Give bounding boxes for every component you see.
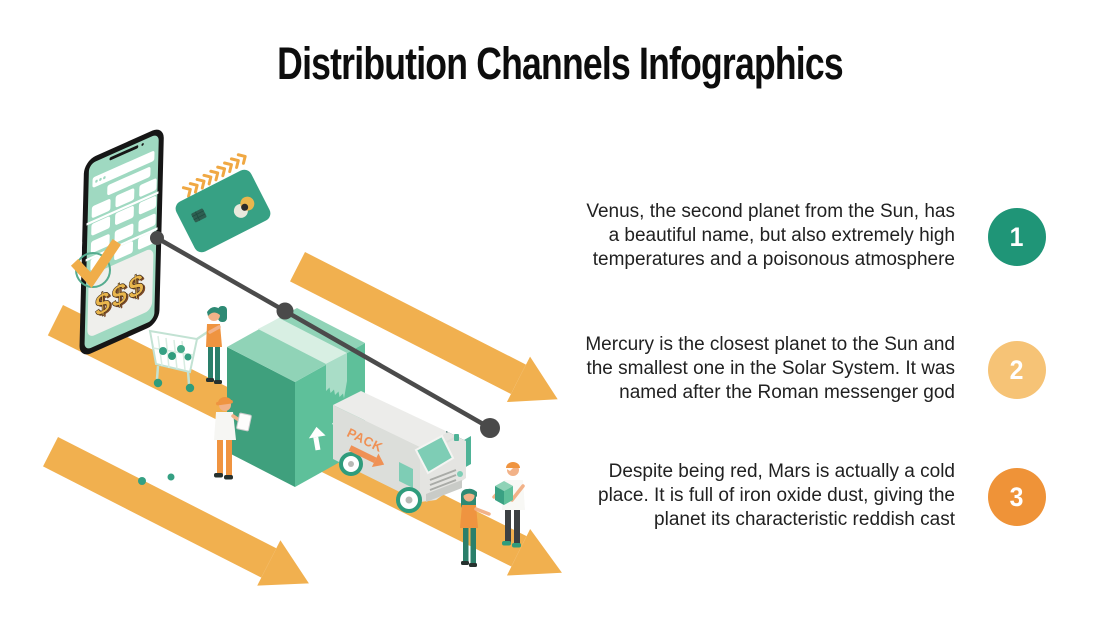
- flow-arrow-band-bottom: [43, 437, 309, 586]
- truck-side: [333, 405, 420, 502]
- address-bar: [107, 167, 151, 196]
- shopper-figure: [206, 306, 227, 384]
- clipboard: [236, 412, 252, 432]
- money-panel: [87, 249, 154, 336]
- browser-bar: [92, 151, 155, 188]
- phone-speaker: [109, 145, 139, 161]
- truck-mirror: [454, 434, 459, 441]
- item-2-number: 2: [1010, 354, 1024, 385]
- page-title: Distribution Channels Infographics: [0, 38, 1120, 90]
- receiver-figure: [460, 488, 491, 567]
- item-3-number-badge: 3: [988, 468, 1046, 526]
- phone-side-button: [79, 241, 83, 256]
- chevron-trail-icon: [181, 153, 247, 198]
- item-1-number-badge: 1: [988, 208, 1046, 266]
- truck-pack-arrow: [348, 445, 385, 468]
- delivery-truck: PACK: [333, 391, 471, 513]
- shopping-cart-icon: [138, 329, 210, 485]
- truck-grille: [429, 469, 457, 491]
- item-2-number-badge: 2: [988, 341, 1046, 399]
- truck-front-wheel: [396, 487, 422, 513]
- connector-line: [150, 231, 500, 438]
- phone-camera-dot: [141, 143, 144, 146]
- box-tape-top: [258, 318, 347, 364]
- item-1-text: Venus, the second planet from the Sun, h…: [586, 201, 955, 270]
- truck-rear-wheel: [339, 452, 363, 476]
- credit-card-icon: [175, 169, 271, 253]
- small-parcel-icon: [495, 481, 513, 505]
- truck-bumper: [426, 480, 462, 502]
- item-2-text: Mercury is the closest planet to the Sun…: [585, 334, 955, 403]
- distribution-illustration: $$$ $$$: [43, 129, 562, 586]
- phone-illustration: $$$ $$$: [78, 129, 164, 355]
- truck-door-window: [399, 462, 413, 488]
- box-tape-side: [326, 353, 347, 399]
- flow-arrow-band-top: [290, 251, 558, 403]
- item-1-number: 1: [1010, 221, 1024, 252]
- item-3-number: 3: [1010, 481, 1024, 512]
- truck-windshield: [414, 434, 455, 475]
- delivery-man-figure: [492, 462, 525, 548]
- page-title-text: Distribution Channels Infographics: [277, 38, 843, 89]
- truck-roof: [333, 391, 448, 447]
- checkmark-icon: [70, 239, 121, 289]
- item-3-text: Despite being red, Mars is actually a co…: [598, 461, 955, 530]
- truck-headlight: [457, 471, 463, 477]
- worker-figure: [214, 397, 252, 480]
